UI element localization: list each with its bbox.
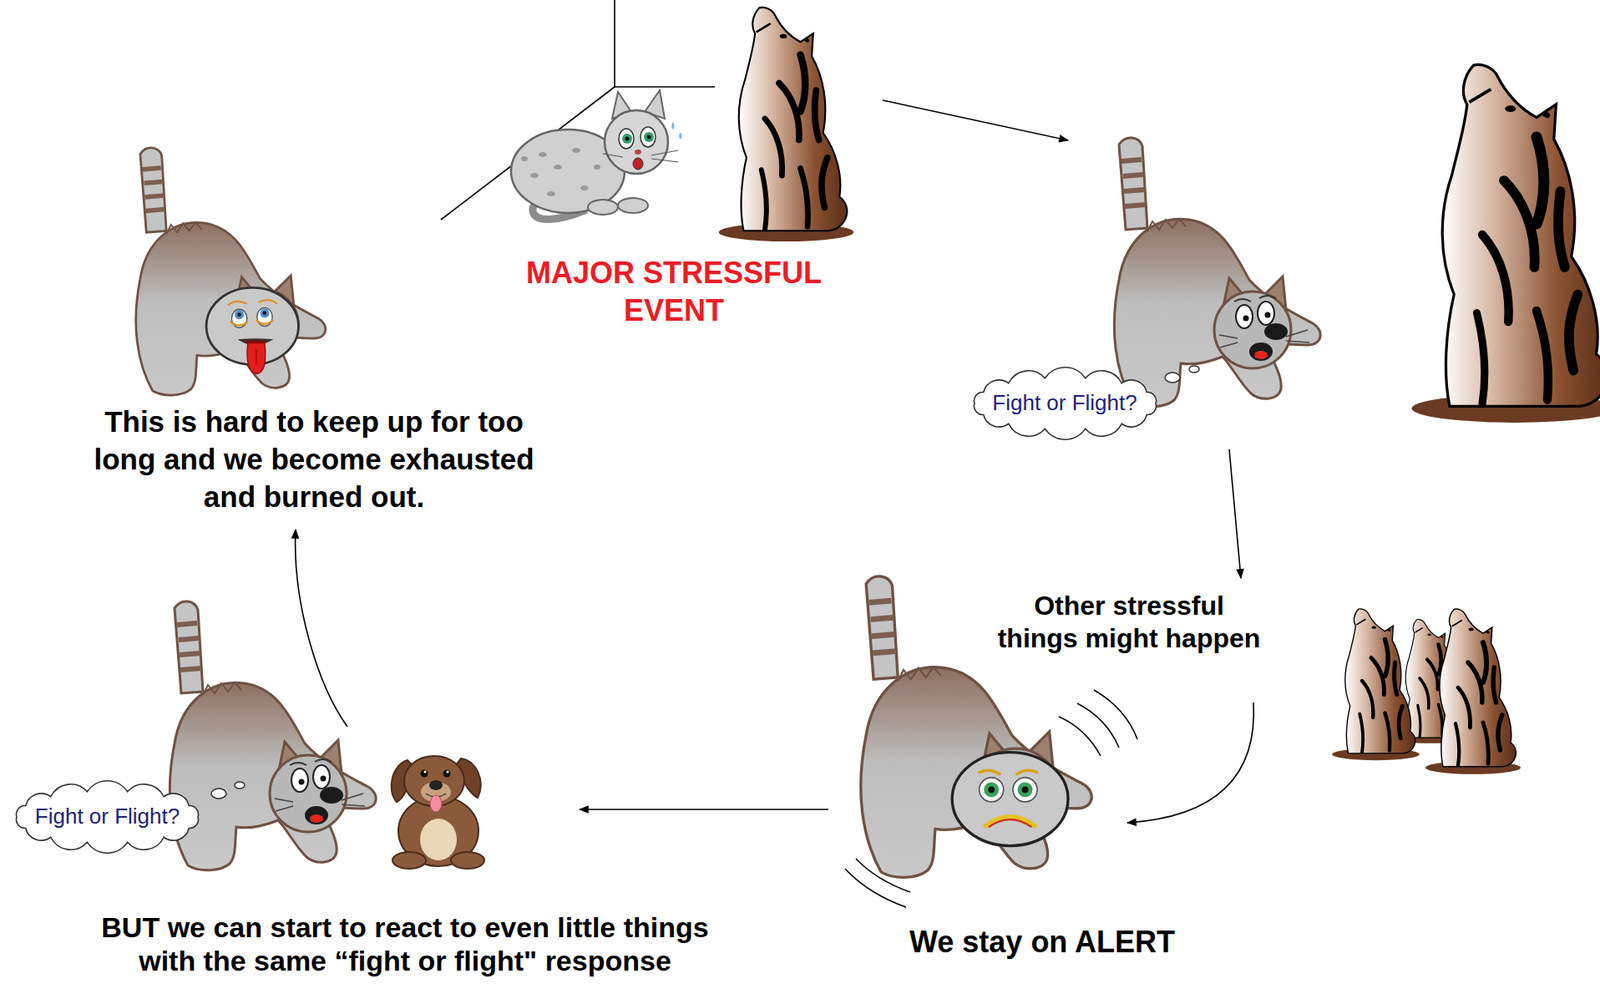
startled-cat [1113,137,1321,407]
puppy [429,779,443,790]
exhausted-cat [247,343,266,375]
cycle-arrow [1127,702,1254,823]
cowering-cat [622,133,633,144]
motion-lines [845,689,1138,907]
cloud-shape [16,780,199,853]
step-caption: BUT we can start to react to even little… [87,910,723,978]
puppy [420,818,457,861]
cowering-cat [643,131,654,142]
motion-lines [1093,689,1138,740]
howling-wolf [1412,65,1600,423]
alert-cat [1022,785,1029,793]
cowering-cat [618,128,634,149]
puppy [446,770,450,774]
alert-cat [860,576,1092,877]
exhausted-cat [263,311,268,316]
wolf-pack [1331,608,1521,775]
motion-lines [1077,703,1119,748]
cowering-cat [647,135,652,140]
thought-trail [234,781,245,789]
alert-cat [979,777,1004,802]
puppy [391,755,485,869]
alert-cat [983,816,1037,827]
startled-cat [274,759,365,825]
cowering-cat [634,149,642,155]
cowering-cat [538,151,547,157]
puppy [430,794,442,812]
exhausted-cat [255,349,257,365]
puppy [392,851,426,869]
cowering-cat [553,164,563,170]
room-corner [440,0,715,220]
cowering-cat [625,136,630,142]
step-caption: This is hard to keep up for too long and… [71,402,557,516]
cowering-cat [632,157,644,170]
thought-trail [1164,372,1180,383]
alert-cat [988,819,1033,827]
bubble-text-group: Fight or Flight? [992,390,1137,416]
startled-cat [169,601,376,871]
exhausted-cat [227,299,278,305]
alert-cat [983,781,999,797]
wolf-pack [1331,608,1420,760]
thought-bubble: Fight or Flight? [962,365,1168,441]
startled-cat [1219,295,1310,361]
puppy [450,851,485,869]
bubble-text: Fight or Flight? [35,804,180,830]
cowering-cat [546,191,556,197]
alert-cat [1012,777,1038,802]
cowering-cat [511,90,683,220]
alert-cat [951,752,1069,846]
bubble-text: Fight or Flight? [992,390,1137,416]
cycle-arrow [579,808,829,811]
cowering-cat [572,147,581,153]
cowering-cat [617,197,649,213]
exhausted-cat [234,309,244,319]
alert-cat [978,769,1039,775]
alert-cat [987,785,995,793]
cycle-arrow [295,529,348,727]
alert-cat [860,576,1092,877]
room-corner [440,0,715,220]
cycle-arrow [1229,449,1241,578]
puppy [443,769,451,778]
wolf-pack [1425,608,1521,775]
cowering-cat [671,121,683,140]
cowering-cat [521,156,528,162]
startled-cat [1113,137,1321,407]
step-caption: Other stressful things might happen [994,589,1265,655]
cowering-cat [587,199,618,215]
bubble-text-group: Fight or Flight? [35,804,180,830]
thought-trail [211,788,227,799]
startled-cat [169,601,376,871]
howling-wolf [718,7,855,242]
puppy [420,769,429,778]
exhausted-cat [237,312,242,317]
motion-lines [1058,716,1101,756]
cowering-cat [640,126,656,147]
thought-bubble: Fight or Flight? [5,779,210,855]
cowering-cat [593,164,601,170]
step-caption: We stay on ALERT [866,923,1218,960]
puppy [424,770,427,774]
cowering-cat [604,110,669,174]
cowering-cat [530,172,539,178]
motion-lines [855,858,911,892]
exhausted-cat [136,147,326,395]
exhausted-cat [136,147,326,395]
howling-wolf [718,7,855,242]
exhausted-cat [259,308,269,318]
cycle-arrow [882,100,1069,141]
event-heading: MAJOR STRESSFUL EVENT [498,253,850,330]
thought-trail [1189,365,1200,373]
howling-wolf [1412,65,1600,423]
cloud-shape [973,367,1156,440]
cowering-cat [580,185,589,191]
cowering-cat [602,150,679,163]
exhausted-cat [230,319,274,325]
alert-cat [1017,781,1033,797]
